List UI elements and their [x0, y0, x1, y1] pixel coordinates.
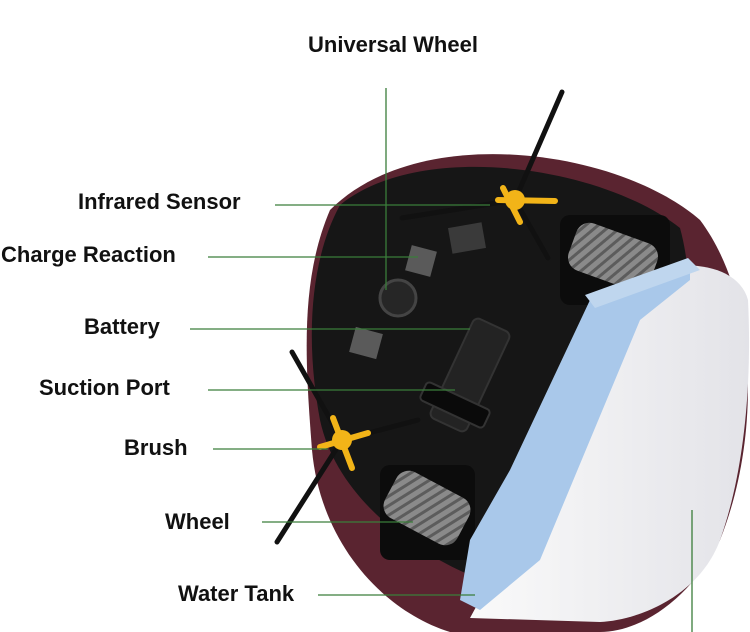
- charge-contact-upper: [405, 245, 437, 277]
- label-universal-wheel: Universal Wheel: [308, 32, 478, 57]
- leader-lines: [190, 88, 693, 632]
- label-water-tank: Water Tank: [178, 581, 295, 606]
- robot-vacuum: [274, 89, 750, 632]
- label-suction-port: Suction Port: [39, 375, 170, 400]
- charge-contact-lower: [349, 326, 383, 360]
- infrared-sensor-part: [448, 222, 486, 254]
- drive-wheel-lower: [380, 465, 475, 560]
- label-battery: Battery: [84, 314, 160, 339]
- side-brush-upper: [399, 89, 565, 261]
- label-charge-reaction: Charge Reaction: [1, 242, 176, 267]
- water-tank-top: [585, 258, 700, 308]
- universal-wheel-part: [378, 278, 418, 318]
- side-brush-lower: [274, 349, 421, 545]
- label-wheel: Wheel: [165, 509, 230, 534]
- label-infrared-sensor: Infrared Sensor: [78, 189, 241, 214]
- water-tank-part: [460, 262, 690, 610]
- label-brush: Brush: [124, 435, 188, 460]
